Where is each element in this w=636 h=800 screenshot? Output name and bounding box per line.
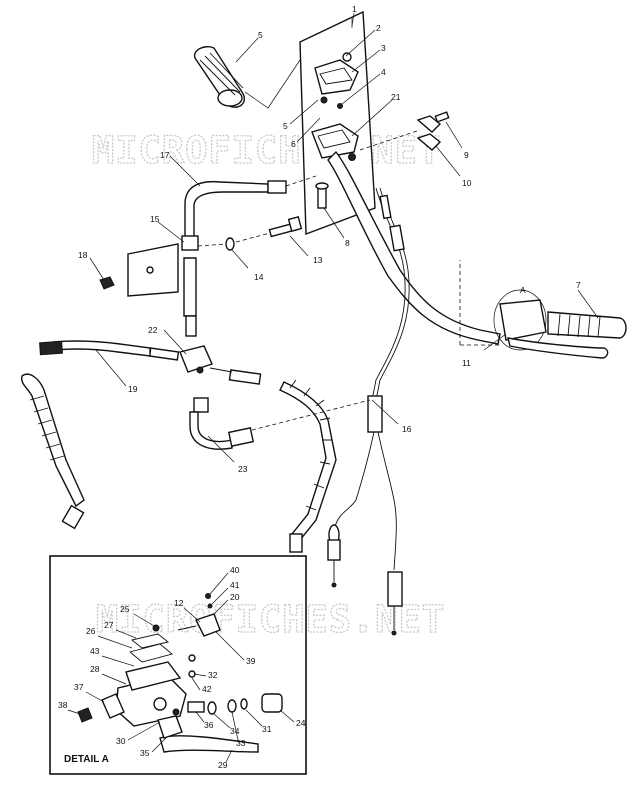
callout-37: 37	[74, 682, 84, 692]
callout-28: 28	[90, 664, 100, 674]
callout-18: 18	[78, 250, 88, 260]
switch-housing-top	[314, 52, 359, 95]
callout-21: 21	[391, 92, 401, 102]
detail-a-box: DETAIL A	[49, 555, 307, 775]
callout-12: 12	[174, 598, 184, 608]
callout-2: 2	[376, 23, 381, 33]
callout-39: 39	[246, 656, 256, 666]
callout-11: 11	[462, 358, 471, 368]
left-grip	[193, 46, 301, 109]
detail-title: DETAIL A	[64, 754, 109, 765]
callout-1: 1	[352, 4, 357, 14]
callout-19: 19	[128, 384, 138, 394]
callout-27: 27	[104, 620, 114, 630]
callout-6: 6	[291, 139, 296, 149]
callout-24: 24	[296, 718, 306, 728]
callout-41: 41	[230, 580, 240, 590]
throttle-cable	[327, 187, 410, 636]
callout-14: 14	[254, 272, 264, 282]
bolt-8	[315, 182, 329, 209]
callout-34: 34	[230, 726, 240, 736]
callout-8: 8	[345, 238, 350, 248]
brake-line-17	[184, 175, 317, 239]
clamp-bracket	[359, 111, 450, 151]
junction-bracket	[99, 235, 199, 337]
hose-right	[251, 379, 371, 553]
callout-26: 26	[86, 626, 96, 636]
callout-7-right: 7	[576, 280, 581, 290]
callout-3: 3	[381, 43, 386, 53]
detail-callouts: 40 41 20 12 25 26 27 43 28 37 38 32 42 3…	[58, 565, 306, 770]
switch-housing-lower	[311, 96, 359, 161]
callout-35: 35	[140, 748, 150, 758]
callout-32: 32	[208, 670, 218, 680]
right-control-assembly	[459, 260, 627, 359]
callout-33: 33	[236, 738, 246, 748]
callout-10: 10	[462, 178, 472, 188]
callout-40: 40	[230, 565, 240, 575]
callout-30: 30	[116, 736, 126, 746]
callout-23: 23	[238, 464, 248, 474]
tee-fitting	[148, 345, 262, 385]
callout-5: 5	[283, 121, 288, 131]
callout-7-top: 5	[258, 30, 263, 40]
watermark-bottom: MICROFICHES.NET	[96, 598, 445, 641]
brake-line-23	[189, 397, 255, 450]
callout-42: 42	[202, 684, 212, 694]
callout-16: 16	[402, 424, 412, 434]
callout-38: 38	[58, 700, 68, 710]
callout-13: 13	[313, 255, 323, 265]
callout-4: 4	[381, 67, 386, 77]
callout-36: 36	[204, 720, 214, 730]
callout-43: 43	[90, 646, 100, 656]
handlebar	[327, 150, 501, 345]
callout-29: 29	[218, 760, 228, 770]
brake-line-19	[39, 340, 151, 357]
callout-22: 22	[148, 325, 158, 335]
callout-9: 9	[464, 150, 469, 160]
callout-31: 31	[262, 724, 272, 734]
main-callouts: 5 1 2 3 4 5 6 21 9 10 17 15 8 13 18 14 2	[78, 4, 599, 474]
hose-left	[20, 373, 85, 530]
bolt-13	[197, 216, 303, 251]
watermark-top: MICROFICHES.NET	[92, 129, 441, 172]
callout-25: 25	[120, 604, 130, 614]
callout-20: 20	[230, 592, 240, 602]
callout-15: 15	[150, 214, 160, 224]
detail-ref-label: A	[520, 285, 526, 295]
callout-17: 17	[160, 150, 170, 160]
